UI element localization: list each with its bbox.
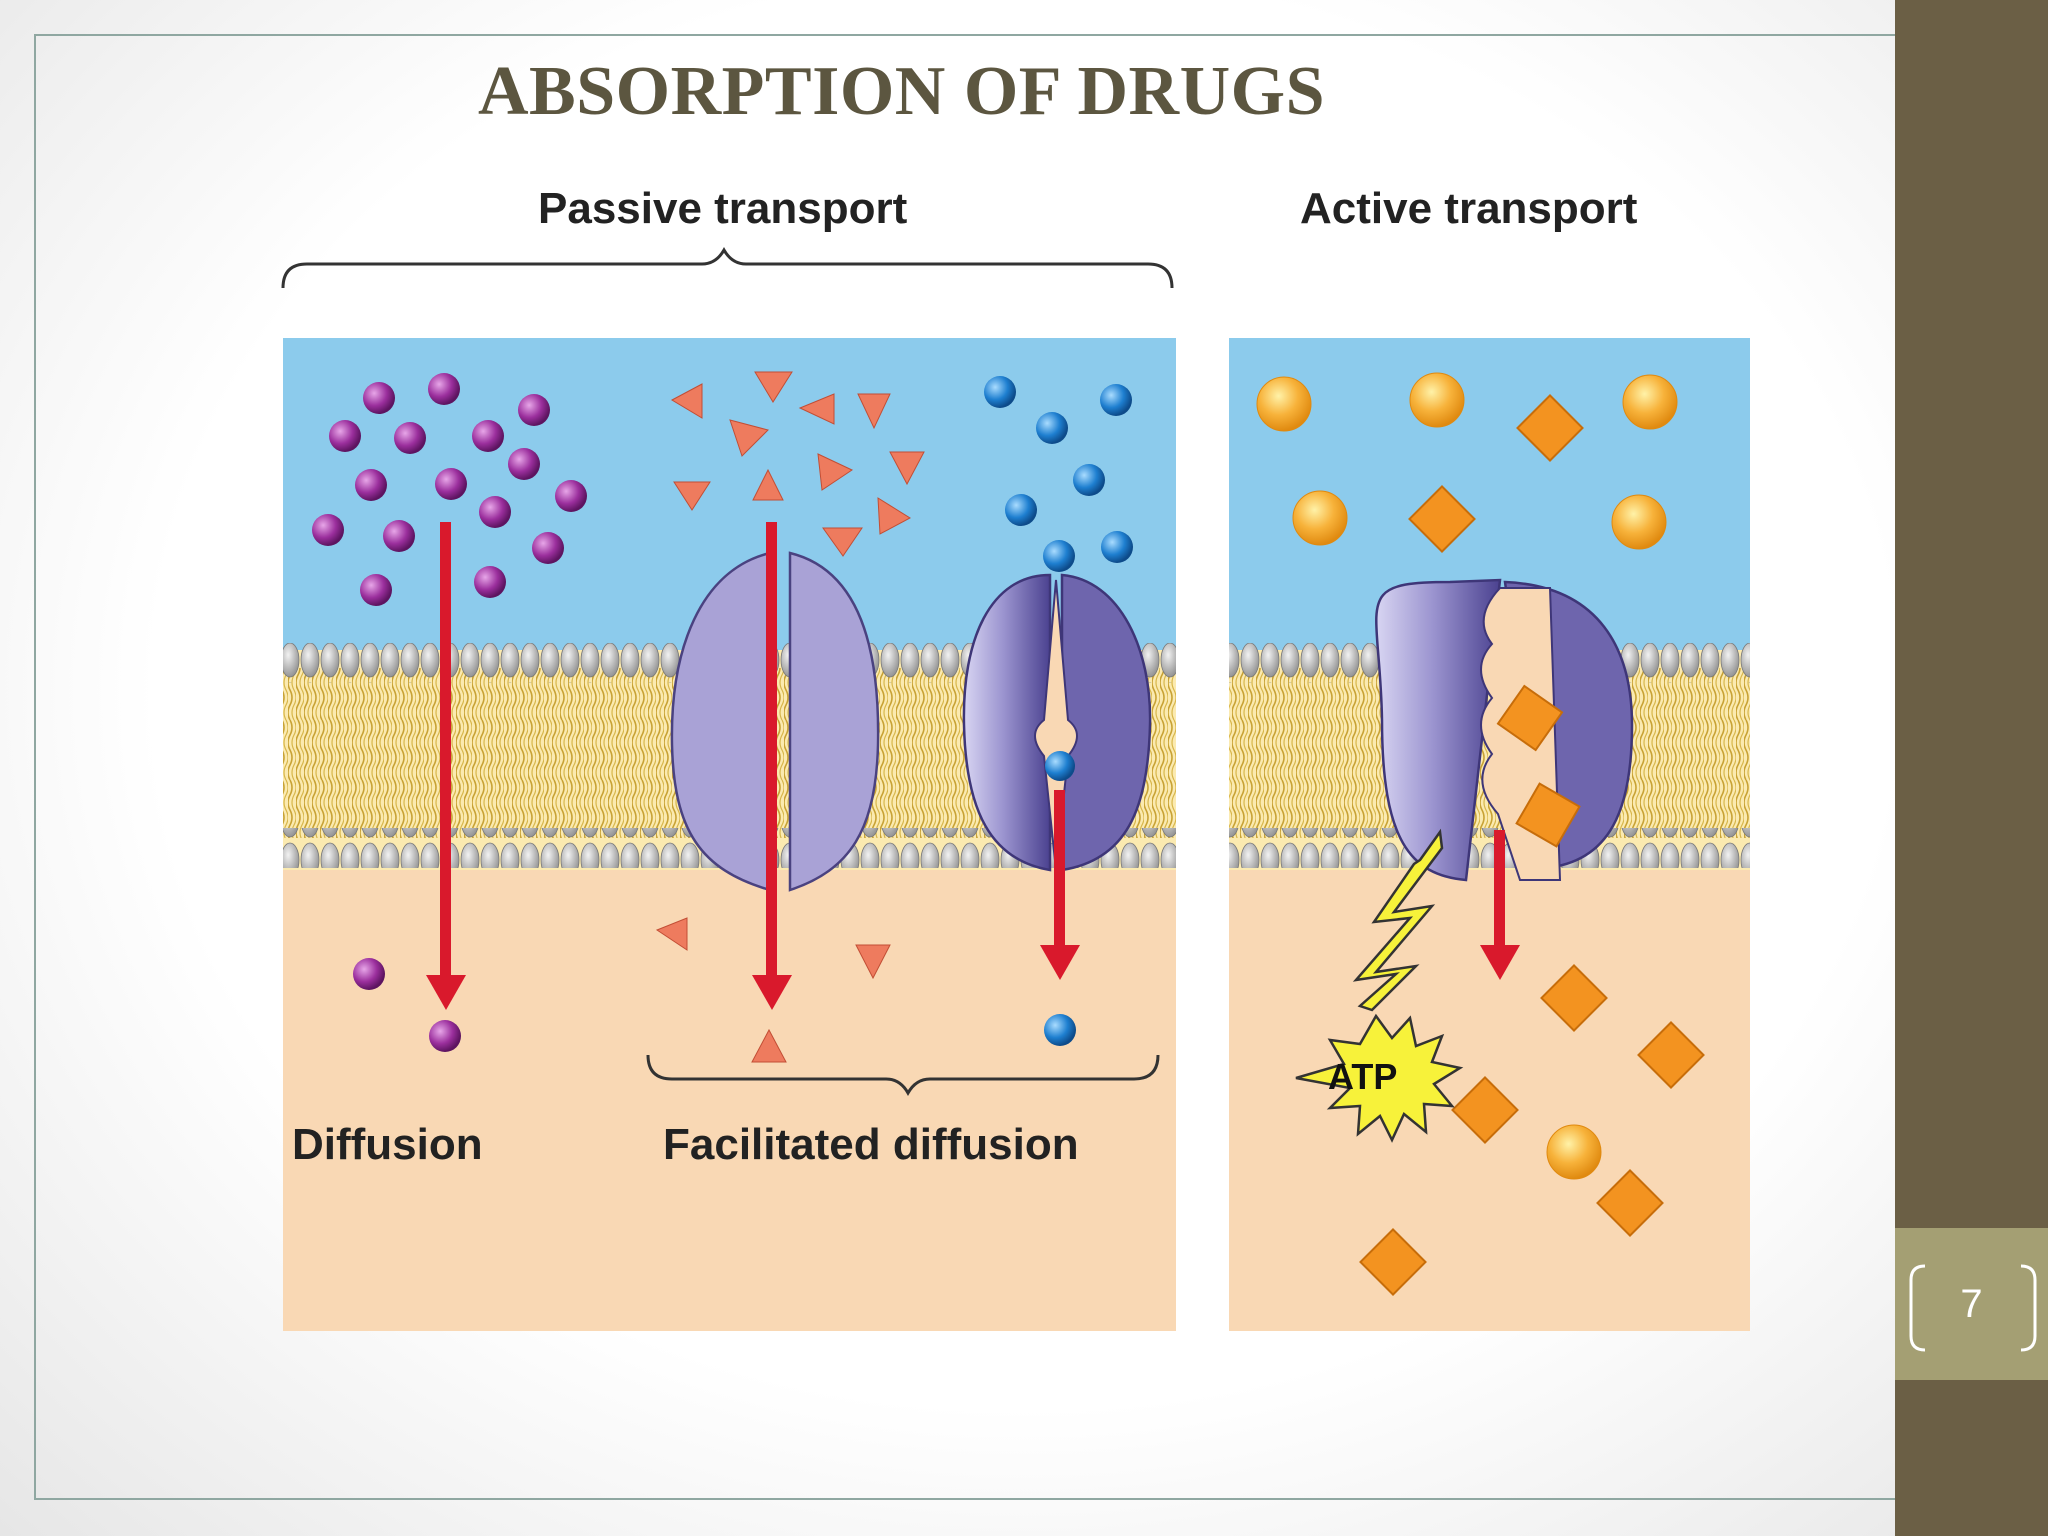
energy-bolt-icon: [1352, 828, 1444, 1012]
flow-arrows: [426, 522, 1520, 1010]
page-number: 7: [1960, 1282, 1983, 1326]
atp-label: ATP: [1328, 1056, 1398, 1097]
passive-transport-label: Passive transport: [538, 184, 908, 233]
active-panel: [1229, 338, 1750, 1331]
channel-protein: [670, 551, 880, 892]
active-transport-label: Active transport: [1300, 184, 1638, 233]
atp-starburst: [1295, 1013, 1464, 1143]
facilitated-diffusion-label: Facilitated diffusion: [663, 1120, 1079, 1169]
slide-title: ABSORPTION OF DRUGS: [478, 53, 1326, 130]
passive-transport-brace: [281, 246, 1174, 289]
facilitated-diffusion-brace: [646, 1054, 1160, 1097]
channel-solutes: [655, 371, 925, 1063]
active-solutes-round: [1256, 372, 1678, 1180]
active-solutes-square: [1359, 394, 1705, 1296]
diffusion-label: Diffusion: [292, 1120, 483, 1169]
page-number-box: [1895, 1228, 2048, 1380]
diffusion-molecules: [312, 373, 587, 1052]
carrier-protein: [962, 573, 1152, 872]
